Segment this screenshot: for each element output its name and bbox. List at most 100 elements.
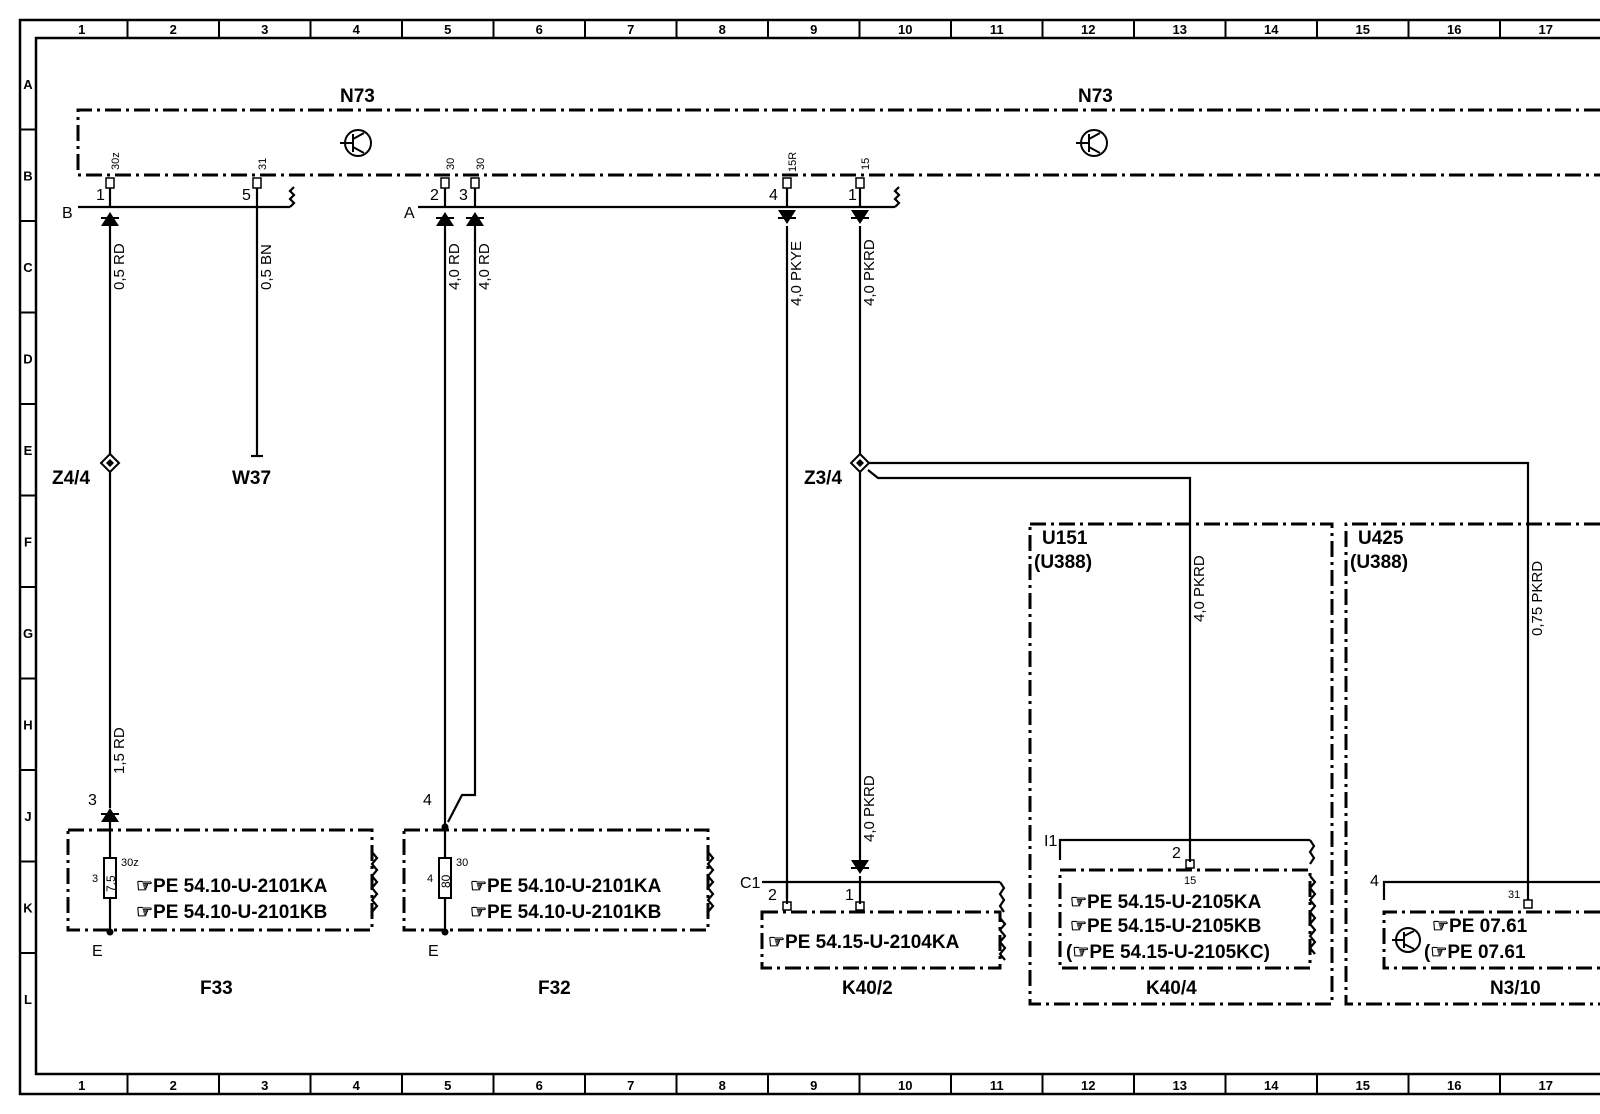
grid-column-label: 7 bbox=[627, 1078, 634, 1093]
f33-name: F33 bbox=[200, 978, 233, 999]
grid-column-label: 6 bbox=[536, 1078, 543, 1093]
grid-column-label: 1 bbox=[78, 22, 85, 37]
n310-connector-bar bbox=[1382, 880, 1600, 900]
splice-label-z44: Z4/4 bbox=[52, 468, 90, 489]
signal-up-arrow-icon bbox=[100, 807, 120, 823]
splice-diamond-icon bbox=[849, 452, 871, 474]
grid-column-ticks bbox=[126, 20, 1501, 1094]
f33-ref-1: ☞PE 54.10-U-2101KA bbox=[136, 876, 328, 897]
grid-column-label: 5 bbox=[444, 22, 451, 37]
connector-b-label: B bbox=[62, 205, 73, 222]
grid-column-label: 14 bbox=[1264, 1078, 1279, 1093]
u151-alt-label: (U388) bbox=[1034, 552, 1092, 573]
terminal-31: 31 5 bbox=[242, 158, 269, 207]
terminal-15r: 15R 4 bbox=[769, 152, 799, 207]
f32-ref-2: ☞PE 54.10-U-2101KB bbox=[470, 902, 661, 923]
wavy-end-icon bbox=[998, 881, 1006, 913]
grid-column-label: 15 bbox=[1356, 1078, 1370, 1093]
grid-row-label: B bbox=[23, 168, 32, 183]
svg-text:1: 1 bbox=[848, 187, 857, 204]
k402-connector-label: C1 bbox=[740, 875, 761, 892]
grid-column-label: 2 bbox=[170, 1078, 177, 1093]
grid-column-label: 6 bbox=[536, 22, 543, 37]
n310-ref-2: (☞PE 07.61 bbox=[1424, 942, 1526, 963]
grid-column-label: 2 bbox=[170, 22, 177, 37]
grid-row-label: L bbox=[24, 992, 32, 1007]
fuse-icon bbox=[103, 857, 117, 899]
splice-label-z34: Z3/4 bbox=[804, 468, 842, 489]
wire-label: 1,5 RD bbox=[111, 727, 128, 774]
wavy-end-icon bbox=[998, 917, 1007, 961]
svg-text:30: 30 bbox=[475, 158, 487, 170]
u425-label: U425 bbox=[1358, 528, 1404, 549]
wire-z34-to-u425 bbox=[866, 461, 1530, 900]
grid-column-label: 1 bbox=[78, 1078, 85, 1093]
grid-column-label: 3 bbox=[261, 1078, 268, 1093]
f32-pin-side: 4 bbox=[427, 873, 433, 885]
k404-ref-2: ☞PE 54.15-U-2105KB bbox=[1070, 916, 1261, 937]
svg-text:30: 30 bbox=[445, 158, 457, 170]
k402-ref-1: ☞PE 54.15-U-2104KA bbox=[768, 932, 960, 953]
grid-column-label: 10 bbox=[898, 1078, 912, 1093]
grid-column-label: 7 bbox=[627, 22, 634, 37]
grid-row-label: A bbox=[23, 77, 33, 92]
svg-text:2: 2 bbox=[768, 887, 777, 904]
signal-up-arrow-icon bbox=[435, 211, 455, 227]
grid-column-label: 9 bbox=[810, 1078, 817, 1093]
grid-column-label: 13 bbox=[1173, 1078, 1187, 1093]
ground-dot bbox=[106, 928, 114, 936]
wavy-end-icon bbox=[706, 851, 715, 913]
wavy-end-icon bbox=[893, 186, 901, 208]
wavy-end-icon bbox=[1308, 875, 1317, 955]
svg-text:2: 2 bbox=[1172, 845, 1181, 862]
n310-ref-1: ☞PE 07.61 bbox=[1432, 916, 1528, 937]
signal-down-arrow-icon bbox=[777, 209, 797, 225]
f32-name: F32 bbox=[538, 978, 571, 999]
grid-column-label: 4 bbox=[353, 1078, 361, 1093]
wavy-end-icon bbox=[1308, 839, 1316, 865]
grid-row-ticks bbox=[20, 128, 36, 954]
f32-ground-label: E bbox=[428, 943, 439, 960]
grid-column-label: 16 bbox=[1447, 1078, 1461, 1093]
u425-module-outline bbox=[1344, 522, 1600, 1006]
grid-column-label: 10 bbox=[898, 22, 912, 37]
grid-column-label: 8 bbox=[719, 1078, 726, 1093]
grid-column-label: 17 bbox=[1539, 1078, 1553, 1093]
wire-label: 4,0 PKRD bbox=[1191, 555, 1208, 622]
f32-ref-1: ☞PE 54.10-U-2101KA bbox=[470, 876, 662, 897]
n73-label-right: N73 bbox=[1078, 86, 1113, 107]
f33-pin-side: 3 bbox=[92, 873, 98, 885]
svg-text:31: 31 bbox=[1508, 889, 1520, 901]
splice-diamond-icon bbox=[99, 452, 121, 474]
wire-f32-b bbox=[447, 226, 477, 823]
n310-terminal-31: 31 bbox=[1508, 889, 1533, 909]
grid-row-label: J bbox=[24, 809, 31, 824]
k402-terminal-2: 2 bbox=[768, 882, 792, 911]
grid-column-label: 8 bbox=[719, 22, 726, 37]
grid-column-label: 17 bbox=[1539, 22, 1553, 37]
ground-dot bbox=[441, 928, 449, 936]
n73-module-outline bbox=[76, 108, 1600, 177]
grid-column-label: 12 bbox=[1081, 1078, 1095, 1093]
grid-column-label: 5 bbox=[444, 1078, 451, 1093]
grid-row-label: F bbox=[24, 534, 32, 549]
k402-component-box bbox=[760, 910, 1002, 970]
grid-column-label: 12 bbox=[1081, 22, 1095, 37]
transistor-icon bbox=[340, 129, 372, 157]
svg-text:15R: 15R bbox=[787, 152, 799, 172]
f33-component-box bbox=[66, 828, 374, 932]
n310-name: N3/10 bbox=[1490, 978, 1541, 999]
grid-row-label: E bbox=[24, 443, 33, 458]
k404-terminal-2: 2 15 bbox=[1172, 845, 1196, 887]
u151-module-outline bbox=[1028, 522, 1334, 1006]
grid-row-label: C bbox=[23, 260, 33, 275]
svg-text:1: 1 bbox=[845, 887, 854, 904]
grid-column-label: 16 bbox=[1447, 22, 1461, 37]
wire-label: 0,75 PKRD bbox=[1529, 561, 1546, 636]
wire-label: 4,0 RD bbox=[446, 243, 463, 290]
grid-column-label: 13 bbox=[1173, 22, 1187, 37]
transistor-icon bbox=[1076, 129, 1108, 157]
terminal-30-a: 30 2 bbox=[430, 158, 457, 207]
